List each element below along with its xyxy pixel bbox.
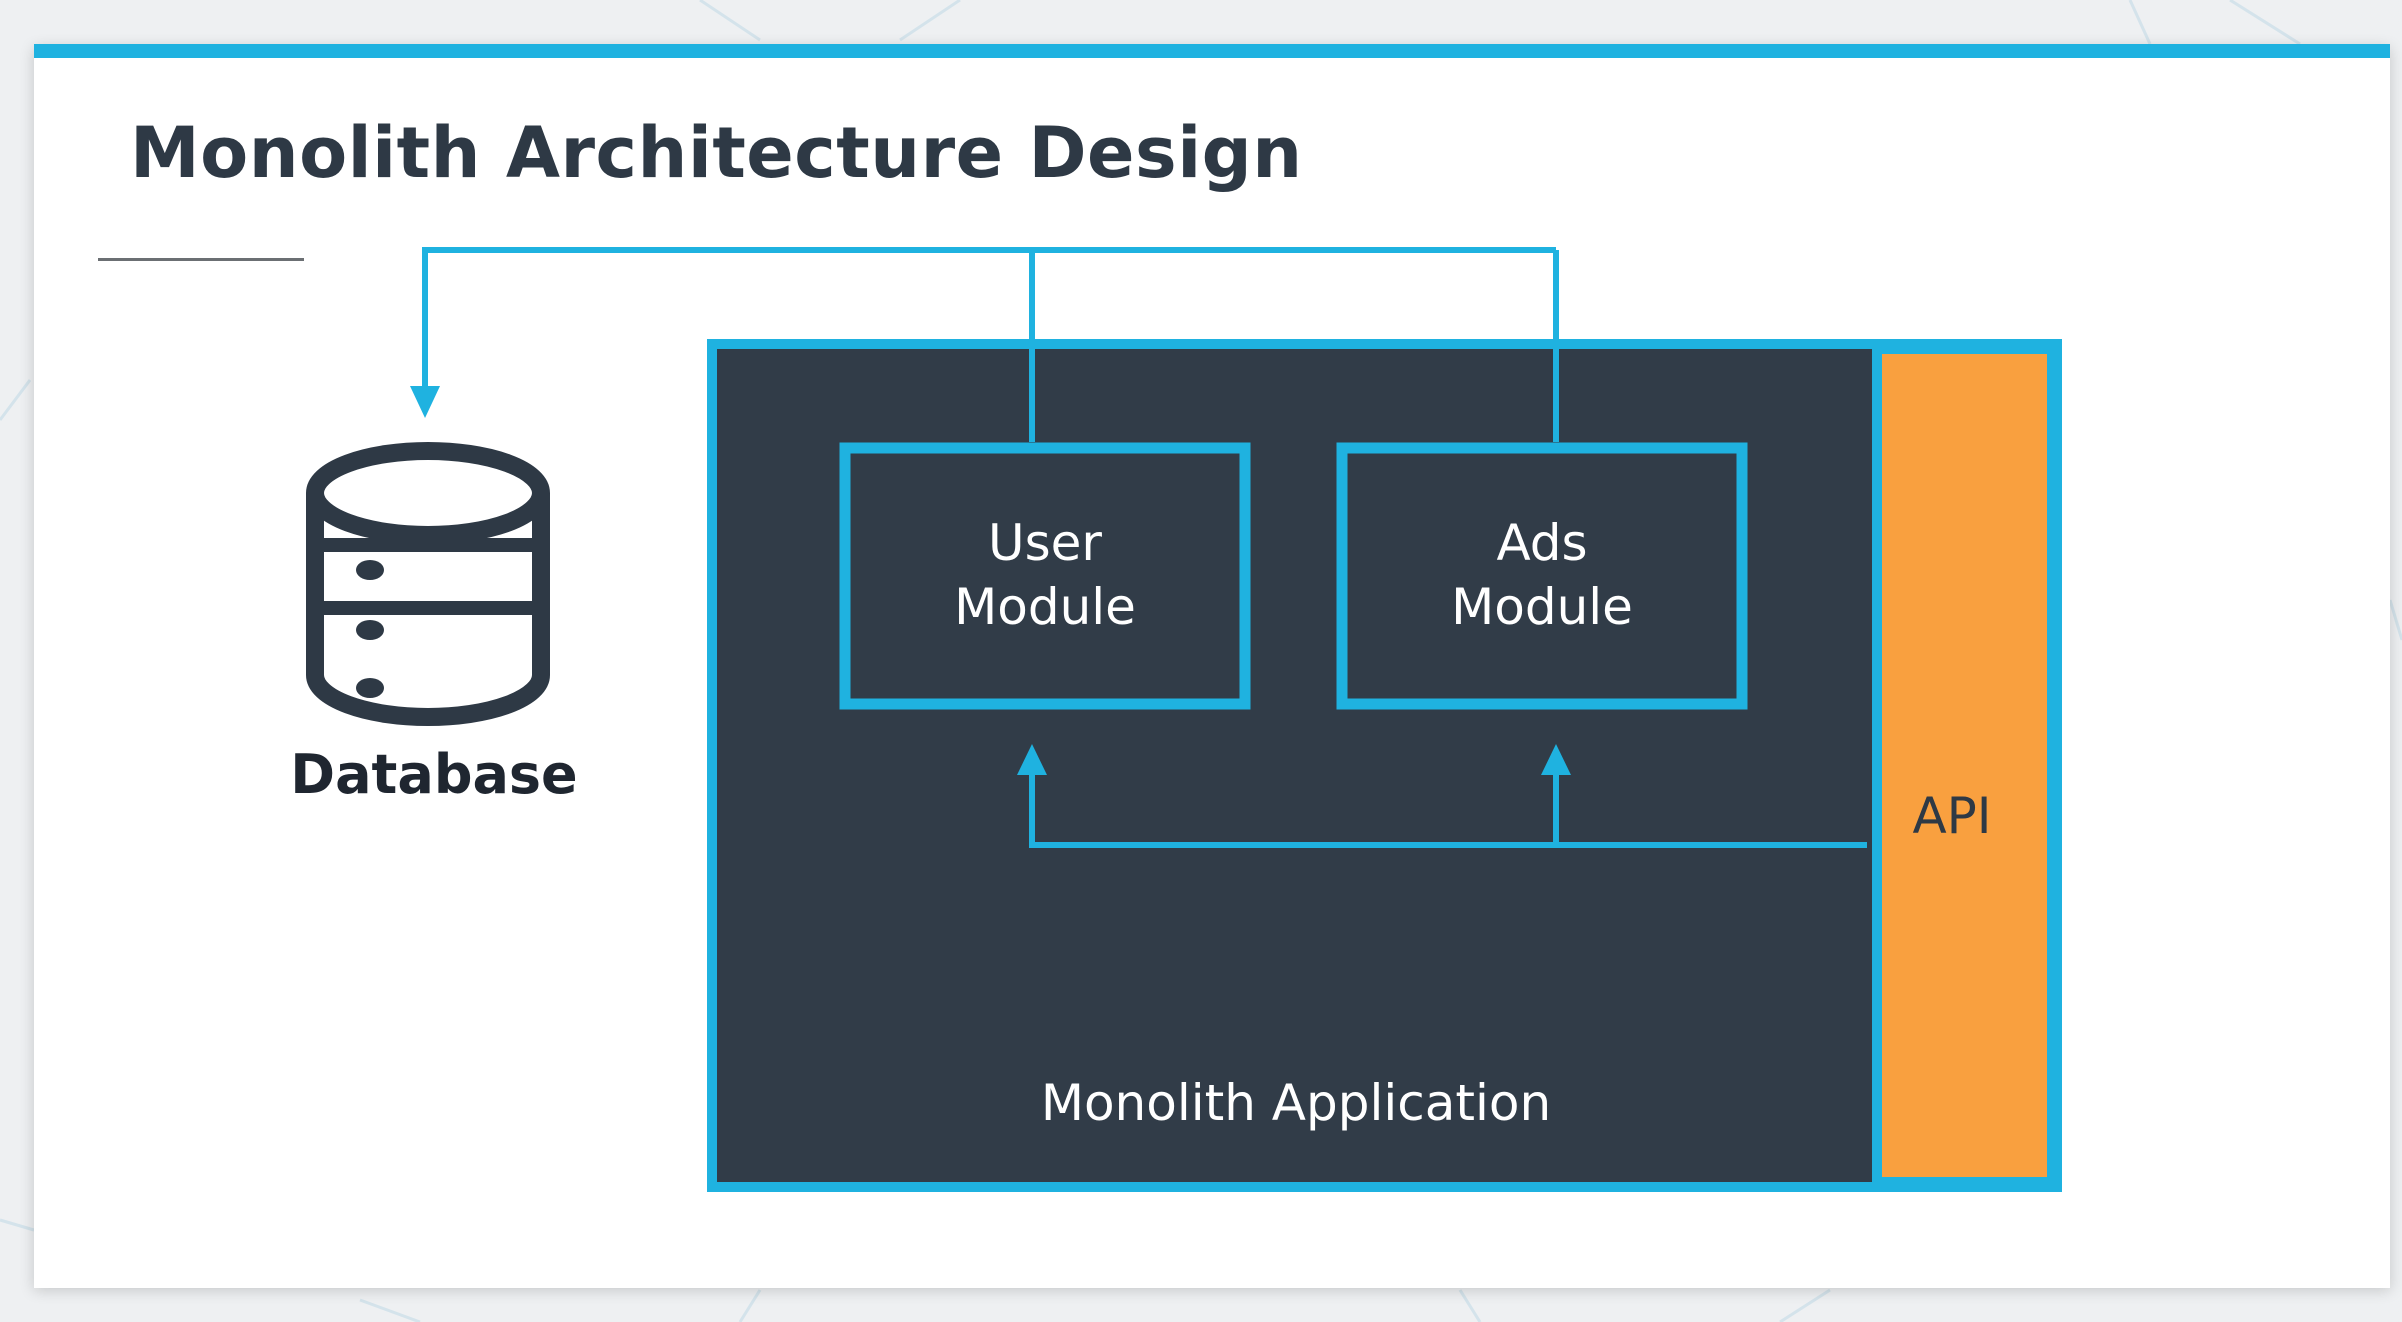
decor-line — [2128, 0, 2152, 45]
slide-accent-bar — [34, 44, 2390, 58]
decor-line — [899, 0, 961, 42]
decor-line — [699, 0, 761, 42]
api-panel — [1872, 344, 2057, 1187]
ads-module-label-line2: Module — [1451, 578, 1633, 636]
decor-line — [0, 1218, 35, 1232]
database-connector — [422, 247, 1556, 396]
decor-line — [1458, 1289, 1482, 1322]
arrow-up-to-user-module — [1017, 744, 1047, 775]
decor-line — [359, 1298, 421, 1322]
user-module-label-line2: Module — [954, 578, 1136, 636]
title-underline — [98, 258, 304, 261]
arrow-up-to-ads-module — [1541, 744, 1571, 775]
user-module-box — [839, 442, 1251, 710]
user-module-label-line1: User — [988, 514, 1102, 572]
database-label: Database — [290, 743, 577, 806]
slide-title: Monolith Architecture Design — [130, 112, 1303, 194]
database-icon — [306, 442, 550, 726]
decor-line — [2388, 599, 2402, 641]
decor-line — [1779, 1288, 1831, 1322]
api-label: API — [1912, 787, 1991, 845]
ads-module-box — [1336, 442, 1748, 710]
decor-line — [738, 1289, 762, 1322]
monolith-app-label: Monolith Application — [1041, 1074, 1551, 1132]
arrow-down-to-database — [410, 386, 440, 418]
decor-line — [2229, 0, 2301, 46]
decor-line — [0, 379, 32, 421]
api-to-user-connector — [1029, 765, 1867, 848]
ads-module-label-line1: Ads — [1496, 514, 1587, 572]
